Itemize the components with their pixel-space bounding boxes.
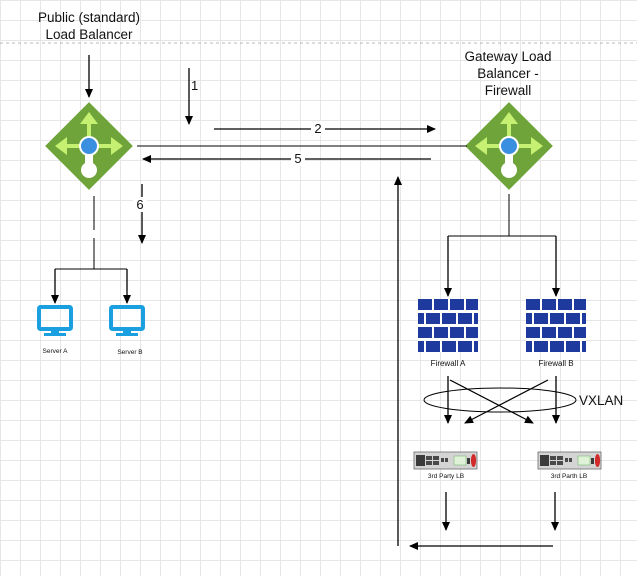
vxlan-ellipse — [423, 387, 577, 413]
gateway-lb-icon — [465, 102, 553, 190]
server-a-monitor-icon — [37, 305, 73, 336]
fw-a-to-lb-b-arrow — [449, 379, 534, 424]
firewall-b-brick-icon — [526, 299, 586, 352]
gateway-lb-title-line3: Firewall — [485, 83, 532, 98]
server-a-label: Server A — [43, 348, 69, 355]
firewall-a-label: Firewall A — [431, 359, 466, 368]
third-party-lb-b-label: 3rd Parth LB — [551, 473, 588, 480]
firewall-a-brick-icon — [418, 299, 478, 352]
step-6-label: 6 — [136, 197, 143, 212]
vxlan-label: VXLAN — [579, 393, 623, 408]
gateway-lb-title-line2: Balancer - — [477, 66, 539, 81]
fw-b-to-lb-a-arrow — [464, 379, 549, 424]
third-party-lb-a-label: 3rd Party LB — [428, 473, 464, 480]
third-party-lb-b-appliance-icon — [537, 451, 602, 470]
server-b-monitor-icon — [109, 305, 145, 336]
firewall-b-label: Firewall B — [538, 359, 573, 368]
public-lb-title-line2: Load Balancer — [45, 27, 133, 42]
public-lb-title-line1: Public (standard) — [38, 10, 140, 25]
step-2-label: 2 — [314, 121, 321, 136]
public-lb-icon — [45, 102, 133, 190]
server-b-label: Server B — [117, 349, 142, 356]
step-1-label: 1 — [191, 78, 198, 93]
step-5-label: 5 — [294, 151, 301, 166]
gateway-lb-title-line1: Gateway Load — [464, 49, 551, 64]
third-party-lb-a-appliance-icon — [413, 451, 478, 470]
